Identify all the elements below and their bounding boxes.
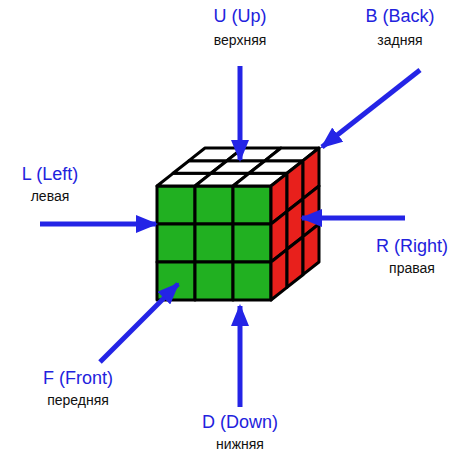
face-name: правая	[389, 260, 435, 276]
face-name: задняя	[377, 32, 422, 48]
cube-front-face	[157, 186, 271, 300]
face-name: передняя	[47, 392, 109, 408]
right-arrow	[302, 216, 405, 221]
back-arrow	[322, 70, 420, 147]
face-name: верхняя	[214, 32, 267, 48]
pointer-arrows	[40, 66, 420, 407]
cube-right-face	[271, 148, 319, 300]
left-arrow	[40, 222, 156, 227]
face-code: B (Back)	[365, 6, 434, 27]
face-code: D (Down)	[202, 412, 278, 433]
down-arrow	[238, 306, 243, 407]
up-arrow	[238, 66, 243, 160]
face-code: U (Up)	[214, 6, 267, 27]
face-name: нижняя	[216, 436, 264, 452]
front-arrow	[100, 284, 178, 362]
face-name: левая	[31, 188, 70, 204]
face-code: R (Right)	[376, 236, 448, 257]
face-code: F (Front)	[43, 368, 113, 389]
face-code: L (Left)	[22, 164, 78, 185]
